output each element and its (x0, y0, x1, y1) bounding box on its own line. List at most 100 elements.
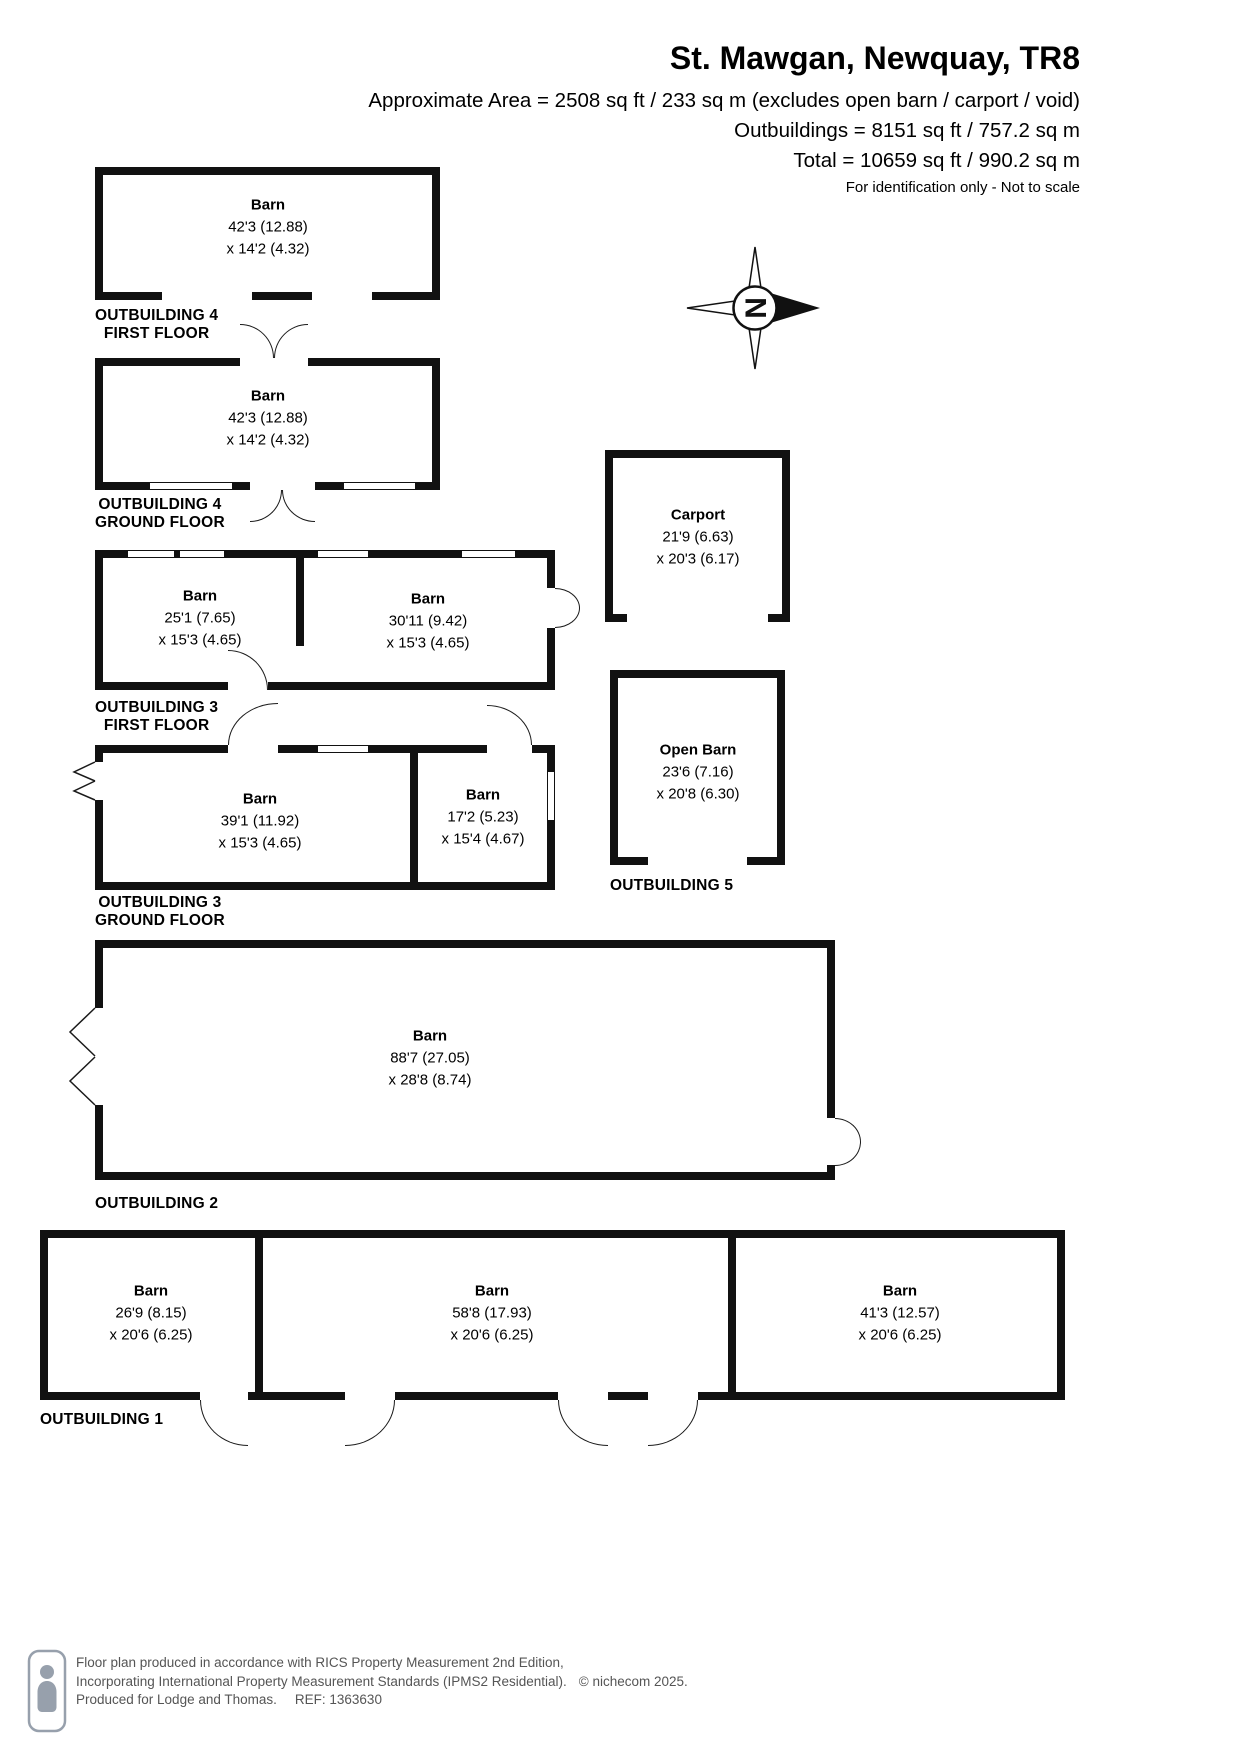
room-dimension: 58'8 (17.93) (452, 1304, 532, 1322)
door-opening (240, 357, 308, 367)
window (128, 550, 174, 558)
window (547, 772, 555, 820)
room-dimension: 30'11 (9.42) (388, 612, 468, 630)
room-dimension: x 20'6 (6.25) (109, 1325, 193, 1343)
outbuildings-area-line: Outbuildings = 8151 sq ft / 757.2 sq m (734, 119, 1080, 142)
room-dimension: x 28'8 (8.74) (388, 1070, 472, 1088)
open-door-leaf (68, 1056, 96, 1106)
room-outline-ob3-ground (95, 745, 555, 890)
room-label-ob2: Barn 88'7 (27.05) x 28'8 (8.74) (389, 1025, 472, 1090)
open-door-leaf (68, 1007, 96, 1057)
produced-for-text: Produced for Lodge and Thomas. (76, 1692, 277, 1708)
room-label-ob4-ground: Barn 42'3 (12.88) x 14'2 (4.32) (227, 385, 310, 450)
room-dimension: 21'9 (6.63) (662, 528, 734, 546)
room-dimension: x 15'3 (4.65) (386, 633, 470, 651)
room-label-ob3-ground-left: Barn 39'1 (11.92) x 15'3 (4.65) (219, 788, 302, 853)
room-label-ob1-right: Barn 41'3 (12.57) x 20'6 (6.25) (859, 1280, 942, 1345)
footer: Floor plan produced in accordance with R… (76, 1654, 688, 1710)
door-opening (312, 291, 372, 301)
open-door-leaf (72, 780, 96, 801)
interior-wall (255, 1238, 263, 1392)
room-label-ob3-first-left: Barn 25'1 (7.65) x 15'3 (4.65) (159, 585, 242, 650)
room-outline-ob1 (40, 1230, 1065, 1400)
window (344, 482, 415, 490)
door-opening (648, 1391, 698, 1401)
door-opening (200, 1391, 248, 1401)
room-dimension: x 15'4 (4.67) (441, 829, 525, 847)
door-opening (826, 1118, 836, 1165)
page-title: St. Mawgan, Newquay, TR8 (669, 40, 1080, 76)
caption-line: OUTBUILDING 3 (95, 699, 219, 716)
room-label-carport: Carport 21'9 (6.63) x 20'3 (6.17) (657, 504, 740, 569)
approximate-area-line: Approximate Area = 2508 sq ft / 233 sq m… (368, 89, 1080, 112)
caption-line: OUTBUILDING 5 (610, 877, 734, 894)
door-opening (228, 744, 278, 754)
room-dimension: 26'9 (8.15) (115, 1304, 187, 1322)
caption-ob3-ground: OUTBUILDING 3 GROUND FLOOR (95, 894, 225, 931)
room-name: Barn (882, 1282, 918, 1300)
caption-line: OUTBUILDING 2 (95, 1195, 219, 1212)
caption-line: GROUND FLOOR (95, 514, 225, 532)
caption-line: GROUND FLOOR (95, 912, 225, 930)
door-opening (345, 1391, 395, 1401)
room-outline-open-barn (610, 670, 785, 865)
total-area-line: Total = 10659 sq ft / 990.2 sq m (793, 149, 1080, 172)
room-name: Barn (412, 1027, 448, 1045)
header: St. Mawgan, Newquay, TR8 Approximate Are… (368, 40, 1080, 196)
room-label-ob3-first-right: Barn 30'11 (9.42) x 15'3 (4.65) (387, 588, 470, 653)
interior-wall (410, 753, 418, 882)
footer-line-2-text: Incorporating International Property Mea… (76, 1673, 567, 1689)
room-label-ob1-mid: Barn 58'8 (17.93) x 20'6 (6.25) (451, 1280, 534, 1345)
room-name: Open Barn (659, 741, 737, 759)
door-opening (94, 762, 104, 800)
person-scale-icon (27, 1649, 67, 1733)
room-name: Barn (133, 1282, 169, 1300)
room-dimension: x 14'2 (4.32) (226, 239, 310, 257)
window (318, 550, 368, 558)
room-dimension: 23'6 (7.16) (662, 763, 734, 781)
room-label-ob4-first: Barn 42'3 (12.88) x 14'2 (4.32) (227, 194, 310, 259)
compass-circle (732, 285, 778, 331)
caption-ob2: OUTBUILDING 2 (95, 1195, 218, 1213)
room-dimension: x 20'6 (6.25) (858, 1325, 942, 1343)
room-dimension: 42'3 (12.88) (228, 218, 308, 236)
window (180, 550, 224, 558)
interior-wall (728, 1238, 736, 1392)
caption-line: OUTBUILDING 3 (98, 894, 222, 911)
caption-ob1: OUTBUILDING 1 (40, 1411, 163, 1429)
door-opening (545, 588, 557, 628)
room-dimension: x 20'8 (6.30) (656, 784, 740, 802)
room-name: Barn (474, 1282, 510, 1300)
door-opening (162, 291, 252, 301)
caption-line: FIRST FLOOR (103, 717, 210, 735)
interior-wall (296, 558, 304, 646)
caption-line: OUTBUILDING 1 (40, 1411, 164, 1428)
room-name: Barn (182, 587, 218, 605)
window (462, 550, 515, 558)
room-label-open-barn: Open Barn 23'6 (7.16) x 20'8 (6.30) (657, 739, 740, 804)
caption-ob4-ground: OUTBUILDING 4 GROUND FLOOR (95, 496, 225, 533)
door-opening (558, 1391, 608, 1401)
room-dimension: 25'1 (7.65) (164, 609, 236, 627)
footer-line-3: Produced for Lodge and Thomas. REF: 13636… (76, 1691, 688, 1710)
room-name: Carport (670, 506, 726, 524)
window (318, 745, 368, 753)
room-name: Barn (250, 196, 286, 214)
open-barn-opening (648, 856, 747, 866)
room-dimension: x 15'3 (4.65) (158, 630, 242, 648)
compass-north-icon: N (686, 246, 820, 370)
room-label-ob3-ground-right: Barn 17'2 (5.23) x 15'4 (4.67) (442, 784, 525, 849)
barn-door-opening (94, 1008, 104, 1105)
caption-line: OUTBUILDING 4 (98, 496, 222, 513)
room-dimension: x 20'3 (6.17) (656, 549, 740, 567)
room-name: Barn (465, 786, 501, 804)
door-opening (250, 481, 315, 491)
reference-number: REF: 1363630 (294, 1692, 382, 1708)
room-dimension: 42'3 (12.88) (228, 409, 308, 427)
room-outline-carport (605, 450, 790, 622)
caption-ob5: OUTBUILDING 5 (610, 877, 733, 895)
room-dimension: x 15'3 (4.65) (218, 833, 302, 851)
room-name: Barn (410, 590, 446, 608)
